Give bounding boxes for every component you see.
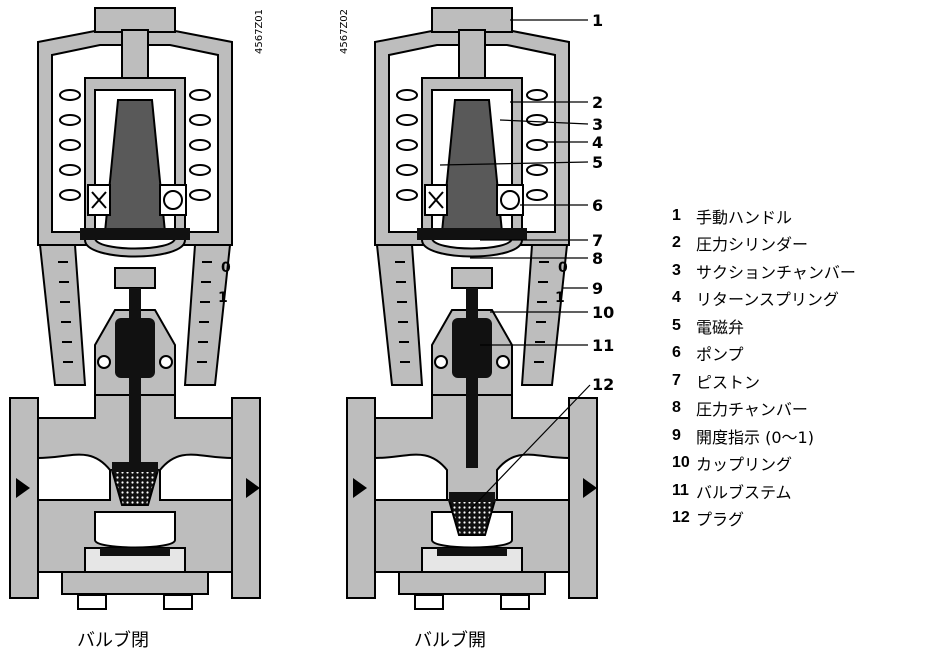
legend-text: サクションチャンバー (696, 262, 856, 282)
legend-item: 1 手動ハンドル (672, 202, 930, 230)
callout-7: 7 (592, 231, 603, 250)
legend-number: 1 (672, 206, 681, 224)
callout-4: 4 (592, 133, 603, 152)
legend-item: 2 圧力シリンダー (672, 230, 930, 258)
caption-valve-open: バルブ開 (414, 630, 486, 651)
scale-zero-left: 0 (221, 260, 231, 276)
caption-valve-closed: バルブ閉 (77, 630, 149, 651)
legend-text: 圧力シリンダー (696, 235, 809, 255)
legend-number: 5 (672, 316, 681, 334)
scale-zero-right: 0 (558, 260, 568, 276)
callout-11: 11 (592, 336, 614, 355)
legend-text: リターンスプリング (696, 290, 839, 310)
legend-item: 9 開度指示 (0〜1) (672, 422, 930, 450)
legend-item: 10 カップリング (672, 450, 930, 478)
valve-closed-drawing (9, 7, 261, 610)
scale-one-left: 1 (218, 290, 228, 306)
figure-id-right: 4567Z02 (339, 9, 350, 54)
legend-item: 7 ピストン (672, 367, 930, 395)
callout-numbers: 1 2 3 4 5 6 7 8 9 10 11 12 (592, 11, 614, 394)
legend-number: 10 (672, 454, 690, 472)
legend-item: 8 圧力チャンバー (672, 395, 930, 423)
legend-text: 開度指示 (0〜1) (696, 427, 814, 447)
valve-open-drawing (346, 7, 598, 610)
legend-number: 11 (672, 481, 689, 499)
callout-2: 2 (592, 93, 603, 112)
legend-number: 2 (672, 234, 681, 252)
legend-number: 8 (672, 399, 681, 417)
legend-number: 12 (672, 509, 690, 527)
figure-id-left: 4567Z01 (254, 9, 265, 54)
legend-text: ポンプ (696, 345, 744, 365)
parts-legend: 1 手動ハンドル 2 圧力シリンダー 3 サクションチャンバー 4 リターンスプリング 5 電磁弁… (672, 202, 930, 532)
legend-item: 12 プラグ (672, 505, 930, 533)
callout-6: 6 (592, 196, 603, 215)
callout-1: 1 (592, 11, 603, 30)
callout-3: 3 (592, 115, 603, 134)
callout-8: 8 (592, 249, 603, 268)
legend-text: カップリング (696, 455, 793, 475)
scale-one-right: 1 (555, 290, 565, 306)
legend-item: 6 ポンプ (672, 340, 930, 368)
legend-item: 4 リターンスプリング (672, 285, 930, 313)
callout-12: 12 (592, 375, 614, 394)
callout-5: 5 (592, 153, 603, 172)
callout-10: 10 (592, 303, 614, 322)
callout-leaders (439, 19, 591, 516)
legend-text: バルブステム (696, 482, 792, 502)
legend-text: ピストン (696, 372, 761, 392)
legend-number: 6 (672, 344, 681, 362)
legend-text: プラグ (696, 510, 745, 530)
legend-text: 圧力チャンバー (696, 400, 808, 420)
legend-number: 9 (672, 426, 681, 444)
legend-number: 4 (672, 289, 681, 307)
legend-number: 3 (672, 261, 681, 279)
legend-text: 手動ハンドル (696, 207, 793, 227)
legend-item: 11 バルブステム (672, 477, 930, 505)
callout-9: 9 (592, 279, 603, 298)
legend-number: 7 (672, 371, 681, 389)
legend-text: 電磁弁 (696, 317, 745, 337)
legend-item: 5 電磁弁 (672, 312, 930, 340)
legend-item: 3 サクションチャンバー (672, 257, 930, 285)
